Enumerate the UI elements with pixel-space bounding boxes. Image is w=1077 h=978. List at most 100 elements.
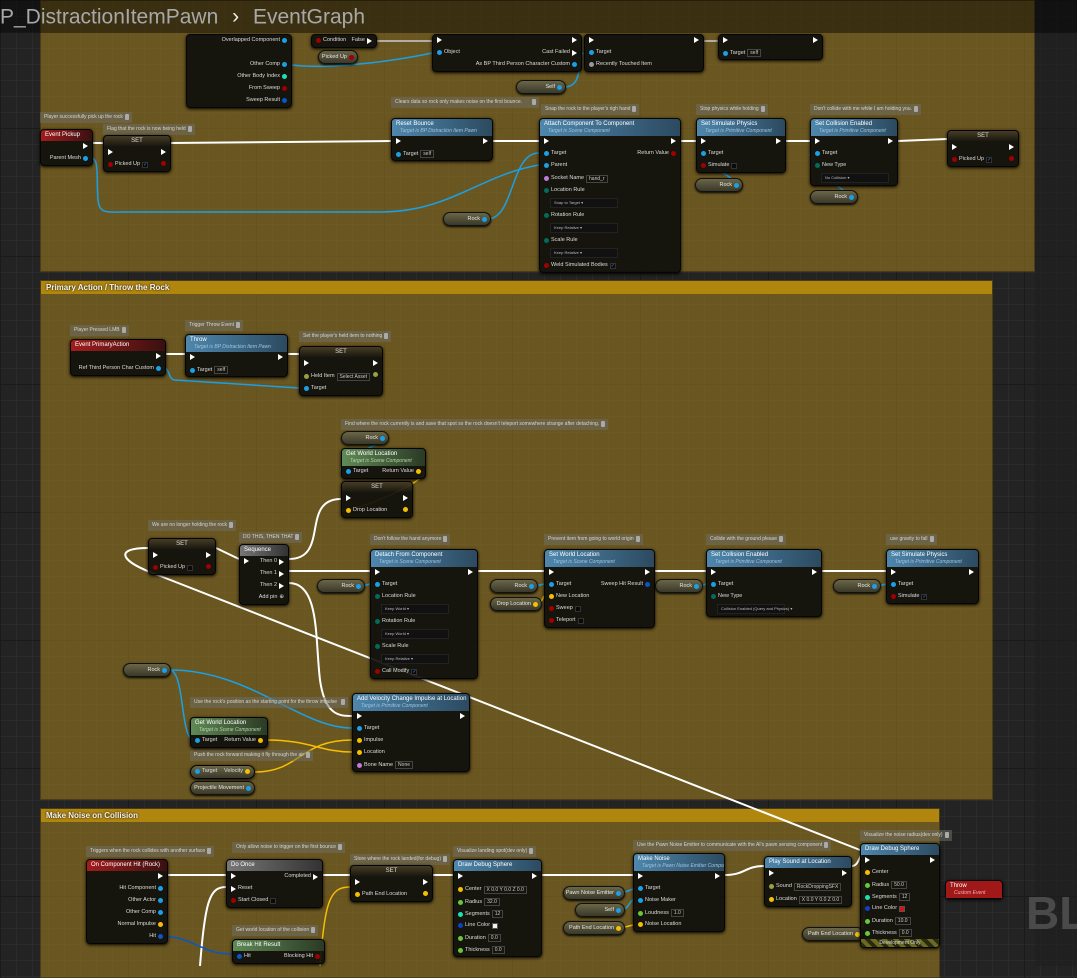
exec-pin[interactable] [357, 713, 362, 719]
bool-pin-icon[interactable] [375, 669, 380, 674]
from-sweep-pin[interactable]: From Sweep [249, 85, 287, 92]
hit-pin[interactable]: Hit [149, 933, 163, 940]
object-pin-icon[interactable] [357, 726, 362, 731]
exec-pin[interactable] [375, 569, 380, 575]
object-pin-icon[interactable] [544, 163, 549, 168]
bool-pin-icon[interactable] [549, 618, 554, 623]
exec-pin[interactable] [437, 37, 442, 43]
target-pin[interactable]: Target [346, 468, 368, 475]
exec-pin-icon[interactable] [158, 873, 163, 879]
exec-pin-icon[interactable] [671, 138, 676, 144]
exec-pin[interactable] [468, 569, 473, 575]
target-pin[interactable]: Target [195, 737, 217, 744]
bool-pin-icon[interactable] [153, 565, 158, 570]
checkbox[interactable]: ✓ [921, 593, 928, 600]
object-pin-icon[interactable] [711, 582, 716, 587]
blocking-hit-pin[interactable]: Blocking Hit [284, 953, 320, 960]
exec-pin[interactable] [645, 569, 650, 575]
checkbox[interactable]: ✓ [142, 161, 149, 168]
int-pin-icon[interactable] [282, 74, 287, 79]
object-pin-icon[interactable] [346, 469, 351, 474]
exec-pin-icon[interactable] [645, 569, 650, 575]
sweep-hit-result-pin[interactable]: Sweep Hit Result [601, 581, 650, 588]
vector-pin[interactable] [423, 891, 428, 896]
pin-icon[interactable] [384, 333, 388, 339]
exec-pin-icon[interactable] [83, 143, 88, 149]
then-2-pin[interactable]: Then 2 [260, 582, 284, 589]
object-pin[interactable] [734, 182, 739, 188]
vector-pin[interactable] [855, 931, 860, 937]
node-header[interactable]: Event PrimaryAction [71, 340, 165, 351]
exec-pin[interactable] [423, 879, 428, 885]
bool-pin-icon[interactable] [701, 163, 706, 168]
exec-pin[interactable] [304, 360, 309, 366]
float-pin-icon[interactable] [458, 899, 463, 905]
exec-pin-icon[interactable] [930, 857, 935, 863]
other-body-index-pin[interactable]: Other Body Index [237, 73, 287, 80]
enum-pin-icon[interactable] [544, 238, 549, 243]
exec-pin[interactable] [346, 495, 351, 501]
pin-icon[interactable] [636, 536, 640, 542]
new-location-pin[interactable]: New Location [549, 593, 589, 600]
target-pin[interactable]: Target [815, 150, 837, 157]
variable-rock[interactable]: Rock [443, 212, 491, 226]
float-pin-icon[interactable] [865, 930, 870, 936]
object-pin-icon[interactable] [437, 50, 442, 55]
pin-icon[interactable] [779, 536, 783, 542]
exec-pin-icon[interactable] [483, 138, 488, 144]
as-bp-third-person-character-custom-pin[interactable]: As BP Third Person Character Custom [476, 61, 577, 68]
enum-pin-icon[interactable] [375, 644, 380, 649]
exec-pin[interactable] [458, 873, 463, 879]
int-pin-icon[interactable] [458, 911, 463, 917]
exec-pin-icon[interactable] [865, 857, 870, 863]
exec-pin-icon[interactable] [711, 569, 716, 575]
exec-pin-icon[interactable] [357, 713, 362, 719]
line-color-swatch[interactable] [899, 905, 906, 912]
exec-pin[interactable] [589, 37, 594, 43]
object-pin-icon[interactable] [83, 156, 88, 161]
exec-pin-icon[interactable] [355, 879, 360, 885]
exec-pin[interactable] [891, 569, 896, 575]
pin-value-field[interactable]: None [395, 761, 413, 769]
pin-value-field[interactable]: 0.0 [491, 946, 505, 954]
variable-picked-up[interactable]: Picked Up [318, 50, 358, 64]
float-pin-icon[interactable] [865, 918, 870, 924]
vector-pin[interactable] [616, 925, 621, 931]
checkbox[interactable] [731, 162, 738, 169]
object-pin-icon[interactable] [158, 886, 163, 891]
enum-pin-icon[interactable] [711, 594, 716, 599]
vector-pin-icon[interactable] [403, 507, 408, 512]
exec-pin[interactable] [206, 552, 211, 558]
exec-pin-icon[interactable] [888, 138, 893, 144]
pin-value-field[interactable]: 32.0 [484, 898, 500, 906]
pin-icon[interactable] [601, 421, 605, 427]
pin-value-field[interactable]: RockDroppingSFX [793, 883, 842, 891]
object-pin-icon[interactable] [158, 910, 163, 915]
target-pin[interactable]: Target [589, 49, 611, 56]
exec-pin-icon[interactable] [572, 37, 577, 43]
pin-icon[interactable] [443, 856, 447, 862]
exec-pin-icon[interactable] [206, 552, 211, 558]
exec-pin-icon[interactable] [544, 138, 549, 144]
exec-pin-icon[interactable] [231, 873, 236, 879]
node-header[interactable]: SET [104, 136, 170, 147]
checkbox[interactable] [574, 605, 581, 612]
exec-pin-icon[interactable] [403, 495, 408, 501]
object-pin-icon[interactable] [544, 151, 549, 156]
target-pin[interactable]: Target [701, 150, 723, 157]
exec-pin-icon[interactable] [694, 37, 699, 43]
parent-pin[interactable]: Parent [544, 162, 567, 169]
